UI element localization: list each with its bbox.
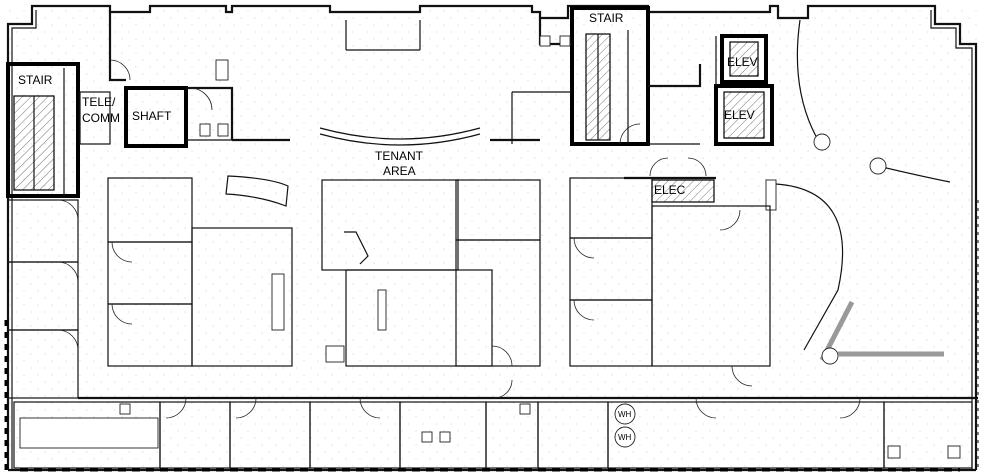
stair-left: STAIR [6,62,80,198]
restroom-block-top-middle [511,18,572,144]
floor-texture [6,8,978,468]
left-offices [7,199,79,399]
water-heater-2: WH [614,426,636,448]
tenant-area-label-1: TENANT [375,149,424,163]
wh-1-label: WH [618,410,632,419]
right-center-offices [569,177,771,387]
central-rooms [321,179,541,367]
bottom-windows [4,200,979,472]
tele-comm-label-1: TELE/ [82,95,116,109]
elevator-1: ELEV [720,34,768,84]
water-heater-1: WH [614,403,636,425]
central-left-offices [107,175,293,367]
elevator-2: ELEV [714,84,774,146]
shaft-room: SHAFT [124,86,188,148]
elev-2-label: ELEV [724,108,755,122]
exterior-walls [6,4,978,472]
elec-label: ELEC [654,183,686,197]
elev-1-label: ELEV [727,55,758,69]
tele-comm-label-2: COMM [82,111,120,125]
tele-comm-room: TELE/ COMM [79,91,120,145]
restroom-block-top-left [108,12,234,141]
elec-room: ELEC [624,176,716,203]
shaft-label: SHAFT [132,109,172,123]
stair-top-label: STAIR [589,11,624,25]
tenant-area-label-2: AREA [383,164,416,178]
tenant-curve: TENANT AREA [232,20,540,178]
stair-left-label: STAIR [18,73,53,87]
elevator-lobby-walls [648,36,717,177]
wh-2-label: WH [618,433,632,442]
bottom-rooms [13,379,978,469]
reception-desks [765,19,951,365]
stair-top: STAIR [570,6,650,146]
